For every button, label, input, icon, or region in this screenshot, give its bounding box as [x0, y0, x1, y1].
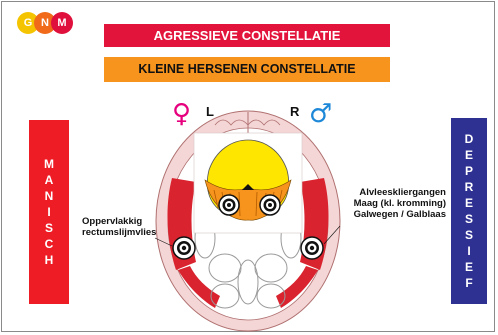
- right-label-line-2: Maag (kl. kromming): [338, 198, 446, 209]
- right-cortex-target: [301, 237, 323, 259]
- left-hemisphere-label: L: [206, 104, 214, 119]
- cerebellum-target-left: [219, 195, 239, 215]
- cerebellum-target-right: [260, 195, 280, 215]
- right-label-line-3: Galwegen / Galblaas: [338, 209, 446, 220]
- right-hemisphere-label: R: [290, 104, 299, 119]
- left-organ-label: Oppervlakkig rectumslijmvlies: [82, 216, 156, 238]
- female-symbol: ♀: [172, 100, 191, 128]
- right-organ-label: Alvleeskliergangen Maag (kl. kromming) G…: [338, 187, 446, 220]
- left-label-line-2: rectumslijmvlies: [82, 227, 156, 238]
- male-symbol: ♂: [309, 100, 332, 128]
- right-label-line-1: Alvleeskliergangen: [338, 187, 446, 198]
- left-label-line-1: Oppervlakkig: [82, 216, 156, 227]
- left-cortex-target: [173, 237, 195, 259]
